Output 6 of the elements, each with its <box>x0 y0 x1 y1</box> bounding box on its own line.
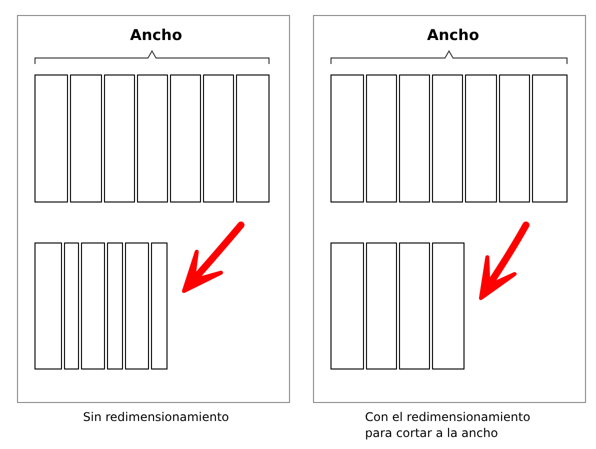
panel-label: Con el redimensionamiento para cortar a la ancho <box>365 409 532 441</box>
panel-label: Sin redimensionamiento <box>83 409 230 425</box>
panel-frame <box>313 15 586 403</box>
width-label: Ancho <box>130 26 182 44</box>
width-label: Ancho <box>427 26 480 44</box>
panel-frame <box>17 15 290 403</box>
